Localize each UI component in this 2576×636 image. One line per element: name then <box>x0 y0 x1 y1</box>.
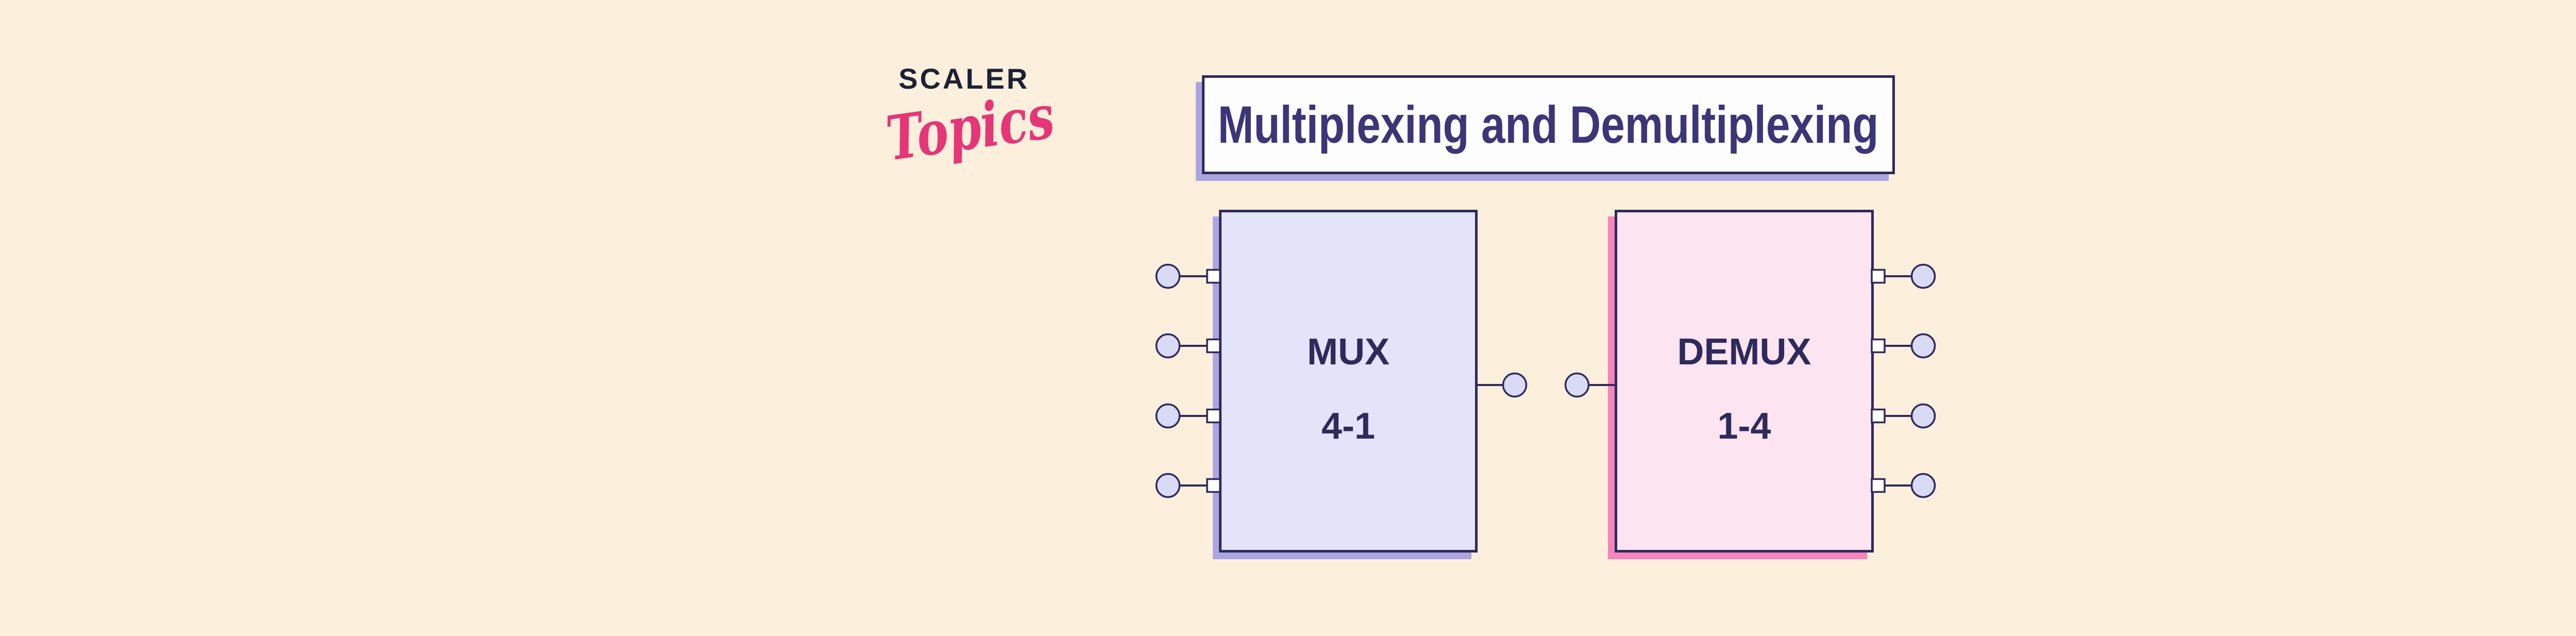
mux-input-square-1 <box>1206 269 1221 284</box>
demux-block: DEMUX 1-4 <box>1615 210 1874 553</box>
diagram-title-box: Multiplexing and Demultiplexing <box>1202 75 1895 174</box>
mux-input-terminal-2 <box>1155 333 1181 359</box>
demux-output-terminal-1 <box>1910 263 1936 289</box>
demux-output-terminal-4 <box>1910 473 1936 498</box>
mux-block: MUX 4-1 <box>1219 210 1478 553</box>
mux-input-terminal-3 <box>1155 403 1181 429</box>
demux-ratio: 1-4 <box>1717 405 1771 447</box>
demux-output-terminal-2 <box>1910 333 1936 359</box>
demux-output-terminal-3 <box>1910 403 1936 429</box>
demux-input-terminal <box>1564 372 1590 398</box>
mux-label: MUX <box>1307 331 1389 373</box>
mux-input-square-2 <box>1206 338 1221 354</box>
mux-input-terminal-4 <box>1155 473 1181 498</box>
diagram-title: Multiplexing and Demultiplexing <box>1218 95 1879 154</box>
logo-brand-text: SCALER <box>899 62 1030 95</box>
scaler-topics-logo: SCALER Topics <box>876 57 1059 211</box>
mux-output-terminal <box>1502 372 1528 398</box>
mux-input-terminal-1 <box>1155 263 1181 289</box>
mux-input-square-3 <box>1206 408 1221 424</box>
demux-label: DEMUX <box>1677 331 1811 373</box>
mux-input-square-4 <box>1206 478 1221 493</box>
mux-ratio: 4-1 <box>1321 405 1376 447</box>
